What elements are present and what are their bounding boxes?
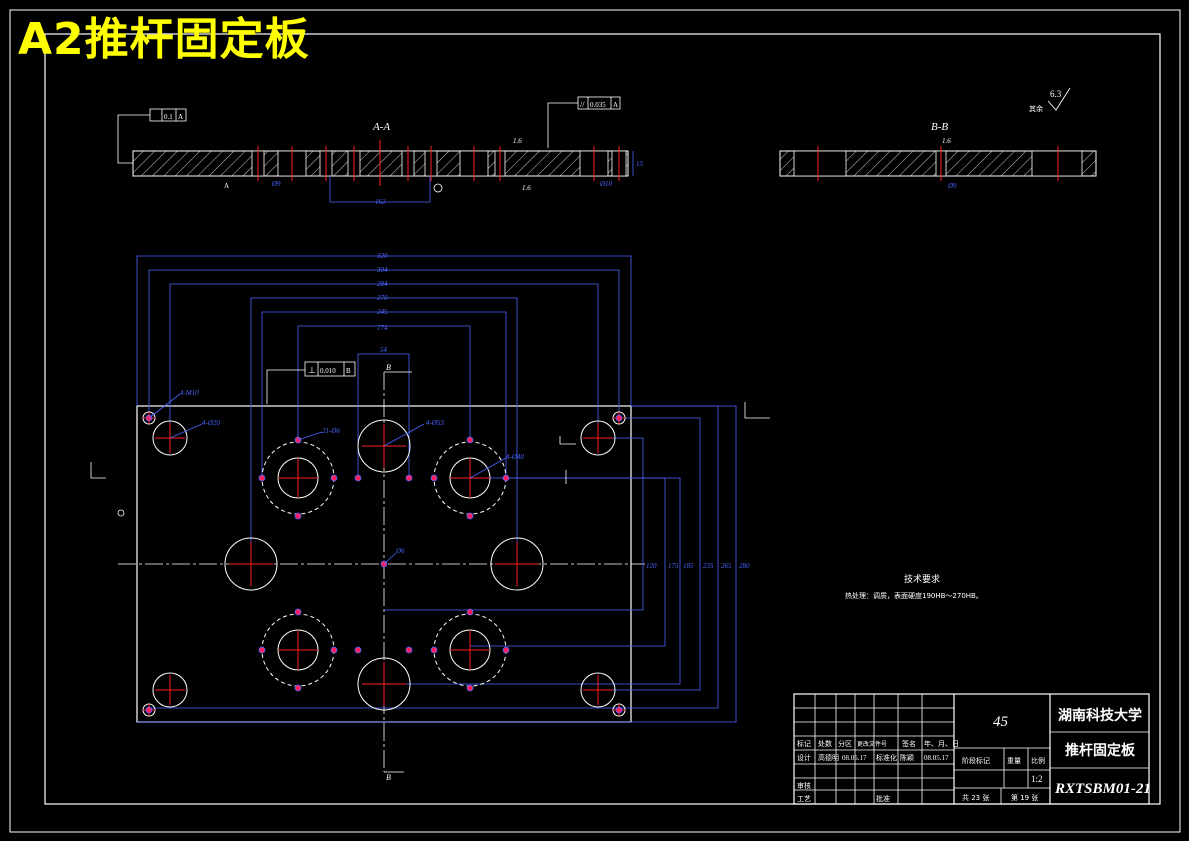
tb-design-label: 设计: [797, 753, 811, 762]
gdt-frame-parallel: [577, 96, 621, 110]
perpendicular-icon: ⊥: [308, 365, 316, 375]
tb-sheet-no: 第 19 张: [1011, 793, 1038, 802]
tb-process-label: 工艺: [797, 795, 811, 803]
svg-text:签名: 签名: [902, 739, 916, 748]
gdt-perp-value: 0.010: [320, 367, 336, 375]
svg-text:245: 245: [377, 308, 388, 316]
tb-designer: 高德明: [818, 753, 839, 762]
bb-roughness: 1.6: [942, 137, 951, 145]
tb-university: 湖南科技大学: [1058, 707, 1142, 724]
page-title: A2推杆固定板: [18, 14, 310, 65]
roughness-symbol: 其余 6.3: [1029, 87, 1071, 113]
aa-roughness-b: 1.6: [522, 184, 531, 192]
outer-frame: [9, 9, 1181, 833]
gdt-perp-datum: B: [346, 367, 351, 375]
tb-std-date: 08.05.17: [924, 754, 949, 762]
svg-text:304: 304: [376, 266, 388, 274]
tb-sheets-total: 共 23 张: [962, 793, 989, 802]
gdt-parallel-value: 0.035: [590, 101, 606, 109]
roughness-remaining-label: 其余: [1029, 104, 1043, 113]
aa-dim-d9: Ø9: [271, 180, 281, 188]
callout-d6: Ø6: [395, 547, 405, 555]
b-marker-top: B: [386, 363, 391, 372]
svg-text:分区: 分区: [838, 739, 852, 748]
aa-datum-circle: [433, 183, 443, 193]
gdt-top-left-datum: A: [178, 113, 183, 121]
svg-text:120: 120: [646, 562, 657, 570]
callout-21-d6: 21-Ø6: [322, 427, 340, 435]
dims-right: 120 175 185 235 265 280: [646, 562, 750, 570]
tb-scale: 1:2: [1031, 774, 1043, 784]
section-aa: A-A 0.1 A: [117, 96, 644, 206]
section-bb-label: B-B: [931, 121, 948, 133]
svg-text:175: 175: [668, 562, 679, 570]
inner-frame: [44, 33, 1161, 805]
svg-text:280: 280: [739, 562, 750, 570]
callout-4-d53: 4-Ø53: [426, 419, 444, 427]
gdt-frame-top-left: [149, 108, 187, 122]
title-block-text: 45 湖南科技大学 推杆固定板 RXTSBM01-21 阶段标记 重量 比例 1…: [797, 707, 1151, 803]
svg-text:320: 320: [376, 252, 388, 260]
aa-dim-162: 162: [375, 198, 386, 206]
svg-text:265: 265: [721, 562, 732, 570]
tb-weight-label: 重量: [1007, 757, 1021, 765]
tb-approve-label: 批准: [876, 794, 890, 803]
parallel-icon: //: [580, 100, 585, 109]
callout-4-d40: 4-Ø40: [506, 453, 524, 461]
aa-roughness-a: 1.6: [513, 137, 522, 145]
dims-top: 320 304 284 270 245 174 54: [376, 252, 388, 354]
svg-text:年、月、日: 年、月、日: [924, 739, 959, 748]
section-aa-label: A-A: [372, 121, 390, 133]
gdt-top-left-value: 0.1: [164, 113, 173, 121]
callout-4-m10: 4-M10: [180, 389, 199, 397]
tb-part-name: 推杆固定板: [1065, 742, 1136, 759]
b-marker-bottom: B: [386, 773, 391, 782]
title-block: [793, 693, 1150, 805]
tb-drawing-no: RXTSBM01-21: [1054, 781, 1151, 797]
tech-line-1: 热处理：调质，表面硬度190HB～270HB。: [845, 591, 983, 600]
gdt-parallel-datum: A: [613, 101, 618, 109]
aa-dim-d10: Ø10: [599, 180, 613, 188]
callout-4-d20: 4-Ø20: [202, 419, 220, 427]
tb-std-label: 标准化: [876, 753, 897, 762]
svg-text:174: 174: [377, 324, 388, 332]
tb-review-label: 审核: [797, 781, 811, 790]
svg-text:标记: 标记: [797, 739, 811, 748]
tb-stage-label: 阶段标记: [962, 756, 990, 765]
aa-dim-thk: 15: [636, 160, 644, 168]
bb-dim-d9: Ø9: [947, 182, 957, 190]
gdt-frame-perpendicular: [304, 361, 356, 377]
section-bb: B-B Ø9 1.6: [779, 121, 1097, 190]
tb-material: 45: [993, 714, 1009, 730]
svg-text:处数: 处数: [818, 739, 832, 748]
aa-datum-a: A: [224, 182, 229, 190]
tb-scale-label: 比例: [1031, 756, 1045, 765]
svg-text:235: 235: [703, 562, 714, 570]
tb-design-date: 08.05.17: [842, 754, 867, 762]
roughness-value: 6.3: [1050, 89, 1062, 99]
svg-text:更改文件号: 更改文件号: [857, 740, 887, 748]
svg-text:284: 284: [377, 280, 388, 288]
plan-view: 320 304 284 270 245 174 54 120 175 185 2…: [90, 252, 770, 782]
tb-std-person: 陈颖: [900, 753, 914, 762]
svg-text:54: 54: [380, 346, 388, 354]
svg-text:270: 270: [377, 294, 388, 302]
tech-heading: 技术要求: [904, 573, 940, 585]
svg-text:185: 185: [683, 562, 694, 570]
